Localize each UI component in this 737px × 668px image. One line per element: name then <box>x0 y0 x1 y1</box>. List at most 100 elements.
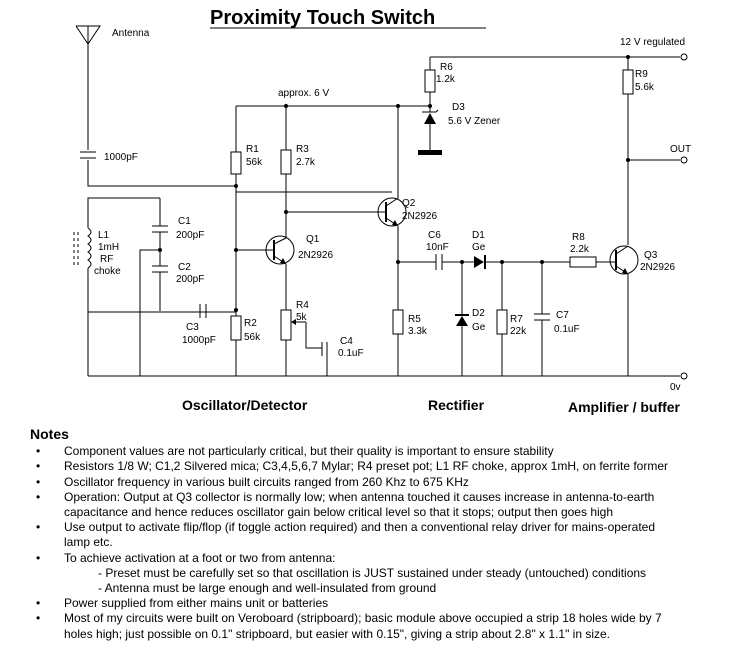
note-item: •Most of my circuits were built on Verob… <box>30 611 730 641</box>
l1-name: L1 <box>98 230 110 241</box>
l1-choke: choke <box>94 266 121 277</box>
r9-name: R9 <box>635 69 648 80</box>
c2-value: 200pF <box>176 274 204 285</box>
note-line: Operation: Output at Q3 collector is nor… <box>64 489 655 504</box>
circuit-schematic: Proximity Touch Switch 12 V regulated 0v… <box>73 7 691 415</box>
resistor-r8 <box>569 256 616 268</box>
c-antenna-value: 1000pF <box>104 152 138 163</box>
q2-value: 2N2926 <box>402 211 437 222</box>
r6-name: R6 <box>440 62 453 73</box>
capacitor-c7 <box>534 262 550 376</box>
antenna-icon <box>75 25 101 150</box>
note-line: Most of my circuits were built on Verobo… <box>64 611 662 626</box>
c4-name: C4 <box>340 336 353 347</box>
note-line: - Antenna must be large enough and well-… <box>98 581 437 596</box>
d3-name: D3 <box>452 102 465 113</box>
transistor-q3 <box>609 245 639 376</box>
bullet-icon: • <box>36 520 41 535</box>
note-line: To achieve activation at a foot or two f… <box>64 550 336 565</box>
l1-rf: RF <box>100 254 113 265</box>
resistor-r6 <box>424 57 436 106</box>
regulated-6v-rail <box>236 104 432 108</box>
antenna-label: Antenna <box>112 28 150 39</box>
c6-value: 10nF <box>426 242 449 253</box>
note-item: • To achieve activation at a foot or two … <box>30 551 730 597</box>
r7-value: 22k <box>510 326 527 337</box>
r7-name: R7 <box>510 314 523 325</box>
resistor-r3 <box>280 106 292 238</box>
bullet-icon: • <box>36 444 41 459</box>
note-item: • Oscillator frequency in various built c… <box>30 475 730 490</box>
ground-rail <box>88 372 688 380</box>
transistor-q1 <box>236 235 295 310</box>
r4-value: 5k <box>296 312 308 323</box>
bullet-icon: • <box>36 474 41 489</box>
c3-value: 1000pF <box>182 335 216 346</box>
notes-section: Notes •Component values are not particul… <box>30 426 730 642</box>
d2-value: Ge <box>472 322 486 333</box>
note-item: •Component values are not particularly c… <box>30 444 730 459</box>
l1-value: 1mH <box>98 242 119 253</box>
r6-value: 1.2k <box>436 74 456 85</box>
r2-name: R2 <box>244 318 257 329</box>
c6-name: C6 <box>428 230 441 241</box>
capacitor-c6 <box>398 254 474 270</box>
r1-value: 56k <box>246 157 263 168</box>
supply-rail-12v <box>430 53 688 61</box>
c7-name: C7 <box>556 310 569 321</box>
r9-value: 5.6k <box>635 82 655 93</box>
r3-value: 2.7k <box>296 157 316 168</box>
zener-d3 <box>418 106 442 155</box>
section-oscillator-label: Oscillator/Detector <box>182 397 308 413</box>
transistor-q2 <box>236 106 407 310</box>
note-line: Oscillator frequency in various built ci… <box>64 474 469 489</box>
r1-name: R1 <box>246 144 259 155</box>
note-item: • Resistors 1/8 W; C1,2 Silvered mica; C3… <box>30 459 730 474</box>
r5-value: 3.3k <box>408 326 428 337</box>
output-terminal <box>628 156 688 164</box>
c1-value: 200pF <box>176 230 204 241</box>
inductor-l1 <box>73 197 236 313</box>
r8-name: R8 <box>572 232 585 243</box>
notes-list: •Component values are not particularly c… <box>30 444 730 642</box>
d2-name: D2 <box>472 308 485 319</box>
d1-value: Ge <box>472 242 486 253</box>
q3-name: Q3 <box>644 250 658 261</box>
capacitor-c3 <box>159 288 207 318</box>
capacitor-c1 <box>152 198 168 266</box>
note-item: •Power supplied from either mains unit o… <box>30 596 730 611</box>
c2-name: C2 <box>178 262 191 273</box>
note-line: - Preset must be carefully set so that o… <box>98 565 647 580</box>
r8-value: 2.2k <box>570 244 590 255</box>
r2-value: 56k <box>244 332 261 343</box>
resistor-r7 <box>496 262 508 376</box>
approx-6v-label: approx. 6 V <box>278 88 329 99</box>
supply-label: 12 V regulated <box>620 37 685 48</box>
bullet-icon: • <box>36 596 41 611</box>
note-line: lamp etc. <box>64 535 113 550</box>
section-rectifier-label: Rectifier <box>428 397 485 413</box>
bullet-icon: • <box>36 550 41 565</box>
note-line: Resistors 1/8 W; C1,2 Silvered mica; C3,… <box>64 459 669 474</box>
section-amplifier-label: Amplifier / buffer <box>568 399 681 415</box>
bullet-icon: • <box>36 459 41 474</box>
c3-name: C3 <box>186 322 199 333</box>
r4-name: R4 <box>296 300 309 311</box>
resistor-r1 <box>230 106 242 316</box>
page-title: Proximity Touch Switch <box>210 7 435 29</box>
r3-name: R3 <box>296 144 309 155</box>
r5-name: R5 <box>408 314 421 325</box>
c1-name: C1 <box>178 216 191 227</box>
note-line: holes high; just possible on 0.1" stripb… <box>64 626 611 641</box>
capacitor-c2 <box>87 249 168 376</box>
d3-value: 5.6 V Zener <box>448 116 501 127</box>
capacitor-c4 <box>321 342 328 376</box>
diode-d2 <box>455 262 469 376</box>
c7-value: 0.1uF <box>554 324 580 335</box>
note-line: capacitance and hence reduces oscillator… <box>64 505 613 520</box>
bullet-icon: • <box>36 489 41 504</box>
diode-d1 <box>474 255 570 269</box>
q3-value: 2N2926 <box>640 262 675 273</box>
c4-value: 0.1uF <box>338 348 364 359</box>
d1-name: D1 <box>472 230 485 241</box>
